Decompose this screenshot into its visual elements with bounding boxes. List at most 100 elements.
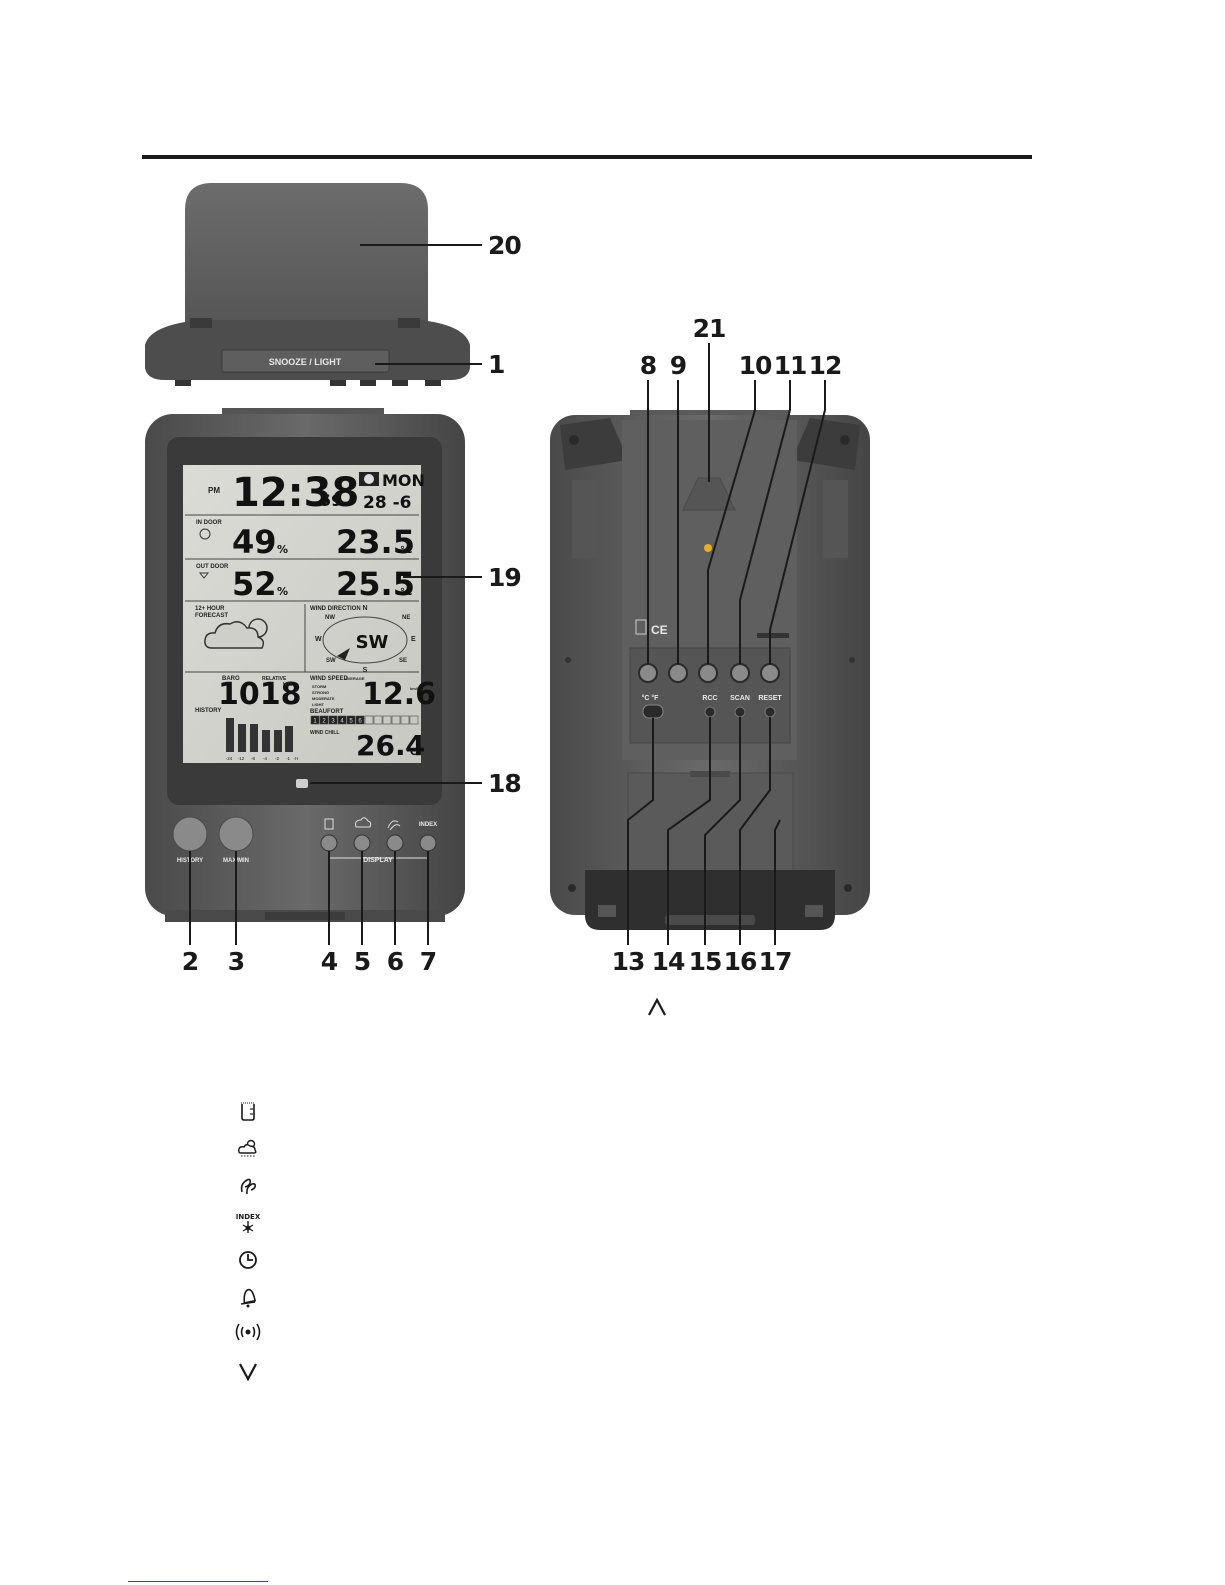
maxmin-button[interactable] [218,816,254,852]
callout-numbers: 20 1 19 18 2 3 4 5 6 7 21 8 9 10 11 12 1… [182,231,843,976]
vent-right [823,480,848,558]
wind-storm: STORM [312,684,327,689]
wind-speed-value: 12.6 [362,677,436,712]
wind-light: LIGHT [312,702,325,707]
reset-button[interactable] [764,706,776,718]
outdoor-label: OUT DOOR [196,564,229,570]
top-rule [142,155,1032,159]
history-axis-label: -4 [263,756,267,761]
beaufort-cell [391,715,401,725]
beaufort-cell [319,715,329,725]
history-bar [250,724,258,752]
index-button[interactable] [419,834,437,852]
snooze-light-label: SNOOZE / LIGHT [269,357,342,367]
compass-sw: SW [326,658,336,664]
snooze-light-button[interactable] [221,349,390,373]
reset-label: RESET [758,695,782,702]
wind-button[interactable] [386,834,404,852]
lcd-contents: PM 12:38 59 MON 28 -6 IN DOOR 49 % 23.5 … [185,470,436,762]
bell-icon [232,1286,264,1314]
compass-w: W [315,636,322,643]
outdoor-humidity: 52 [232,565,277,603]
history-axis-label: -2 [275,756,279,761]
history-axis-label: -H [294,756,299,761]
clock-time: 12:38 [232,470,359,516]
callout-12: 12 [809,351,842,380]
wind-direction-label: WIND DIRECTION [310,606,361,612]
beaufort-level-label: 3 [331,719,335,725]
wind-moderate: MODERATE [312,696,335,701]
history-label: HISTORY [195,708,221,714]
wind-strong: STRONG [312,690,329,695]
callout-2: 2 [182,947,198,976]
wind-icon [232,1174,264,1202]
beaufort-cell [346,715,356,725]
ampm-indicator: PM [208,486,220,495]
clock-set-button[interactable] [638,663,658,683]
callout-13: 13 [612,947,645,976]
callout-21: 21 [693,314,726,343]
baro-label: BARO [222,676,240,682]
down-button[interactable] [730,663,750,683]
rain-button[interactable] [320,834,338,852]
relative-label: RELATIVE [262,676,287,682]
index-icon: INDEX [232,1210,264,1238]
scan-button[interactable] [734,706,746,718]
callout-8: 8 [640,351,656,380]
forecast-label-2: FORECAST [195,613,228,619]
callout-7: 7 [420,947,436,976]
history-bars [226,718,293,752]
outdoor-humidity-unit: % [277,585,288,598]
history-button[interactable] [172,816,208,852]
weather-station-illustration: SNOOZE / LIGHT PM 12:38 59 MON 28 -6 IN … [145,183,870,976]
signal-icon [198,572,210,579]
callout-19: 19 [488,563,521,592]
history-axis: -24-12-8-4-2-1-H [226,756,299,761]
date: 28 -6 [363,493,411,513]
leader-lines [189,244,826,945]
history-bar [285,726,293,752]
compass-ne: NE [402,615,410,621]
history-bar [262,730,270,752]
front-view: PM 12:38 59 MON 28 -6 IN DOOR 49 % 23.5 … [145,408,465,922]
callout-11: 11 [774,351,807,380]
compass-n: N [362,605,367,612]
back-stand [585,870,835,930]
callout-15: 15 [689,947,722,976]
beaufort-label: BEAUFORT [310,709,344,715]
unit-toggle-switch[interactable] [642,704,664,719]
indicator-light [704,544,712,552]
compass-nw: NW [325,615,335,621]
chevron-up-icon [648,997,666,1016]
forecast-label-1: 12+ HOUR [195,606,225,612]
weather-forecast-icon [232,1138,264,1166]
up-button[interactable] [760,663,780,683]
outdoor-temp-unit: °C [400,587,412,598]
cloud-sun-icon [204,618,268,649]
indoor-humidity-unit: % [277,543,288,556]
callout-3: 3 [228,947,244,976]
wind-chill-value: 26.4 [356,729,425,762]
compass: N NE E SE S SW W NW SW [315,605,416,674]
forecast-button[interactable] [353,834,371,852]
rcc-button[interactable] [704,706,716,718]
comfort-icon [199,528,211,540]
history-axis-label: -24 [226,756,233,761]
display-label: DISPLAY [363,857,393,864]
svg-text:CE: CE [651,623,668,637]
alarm-button[interactable] [668,663,688,683]
callout-20: 20 [488,231,521,260]
chevron-down-icon [232,1360,264,1388]
index-button-icon: INDEX [419,822,437,828]
rcc-signal-button[interactable] [698,663,718,683]
beaufort-level-label: 6 [358,719,362,725]
pressure-unit: hPa [283,682,292,688]
clock-seconds: 59 [320,491,342,510]
callout-9: 9 [670,351,686,380]
unit-toggle-label: °C °F [642,694,660,702]
beaufort-level-label: 1 [313,719,317,725]
beaufort-cell [373,715,383,725]
average-label: AVERAGE [345,676,365,681]
wind-arrow [337,648,350,660]
